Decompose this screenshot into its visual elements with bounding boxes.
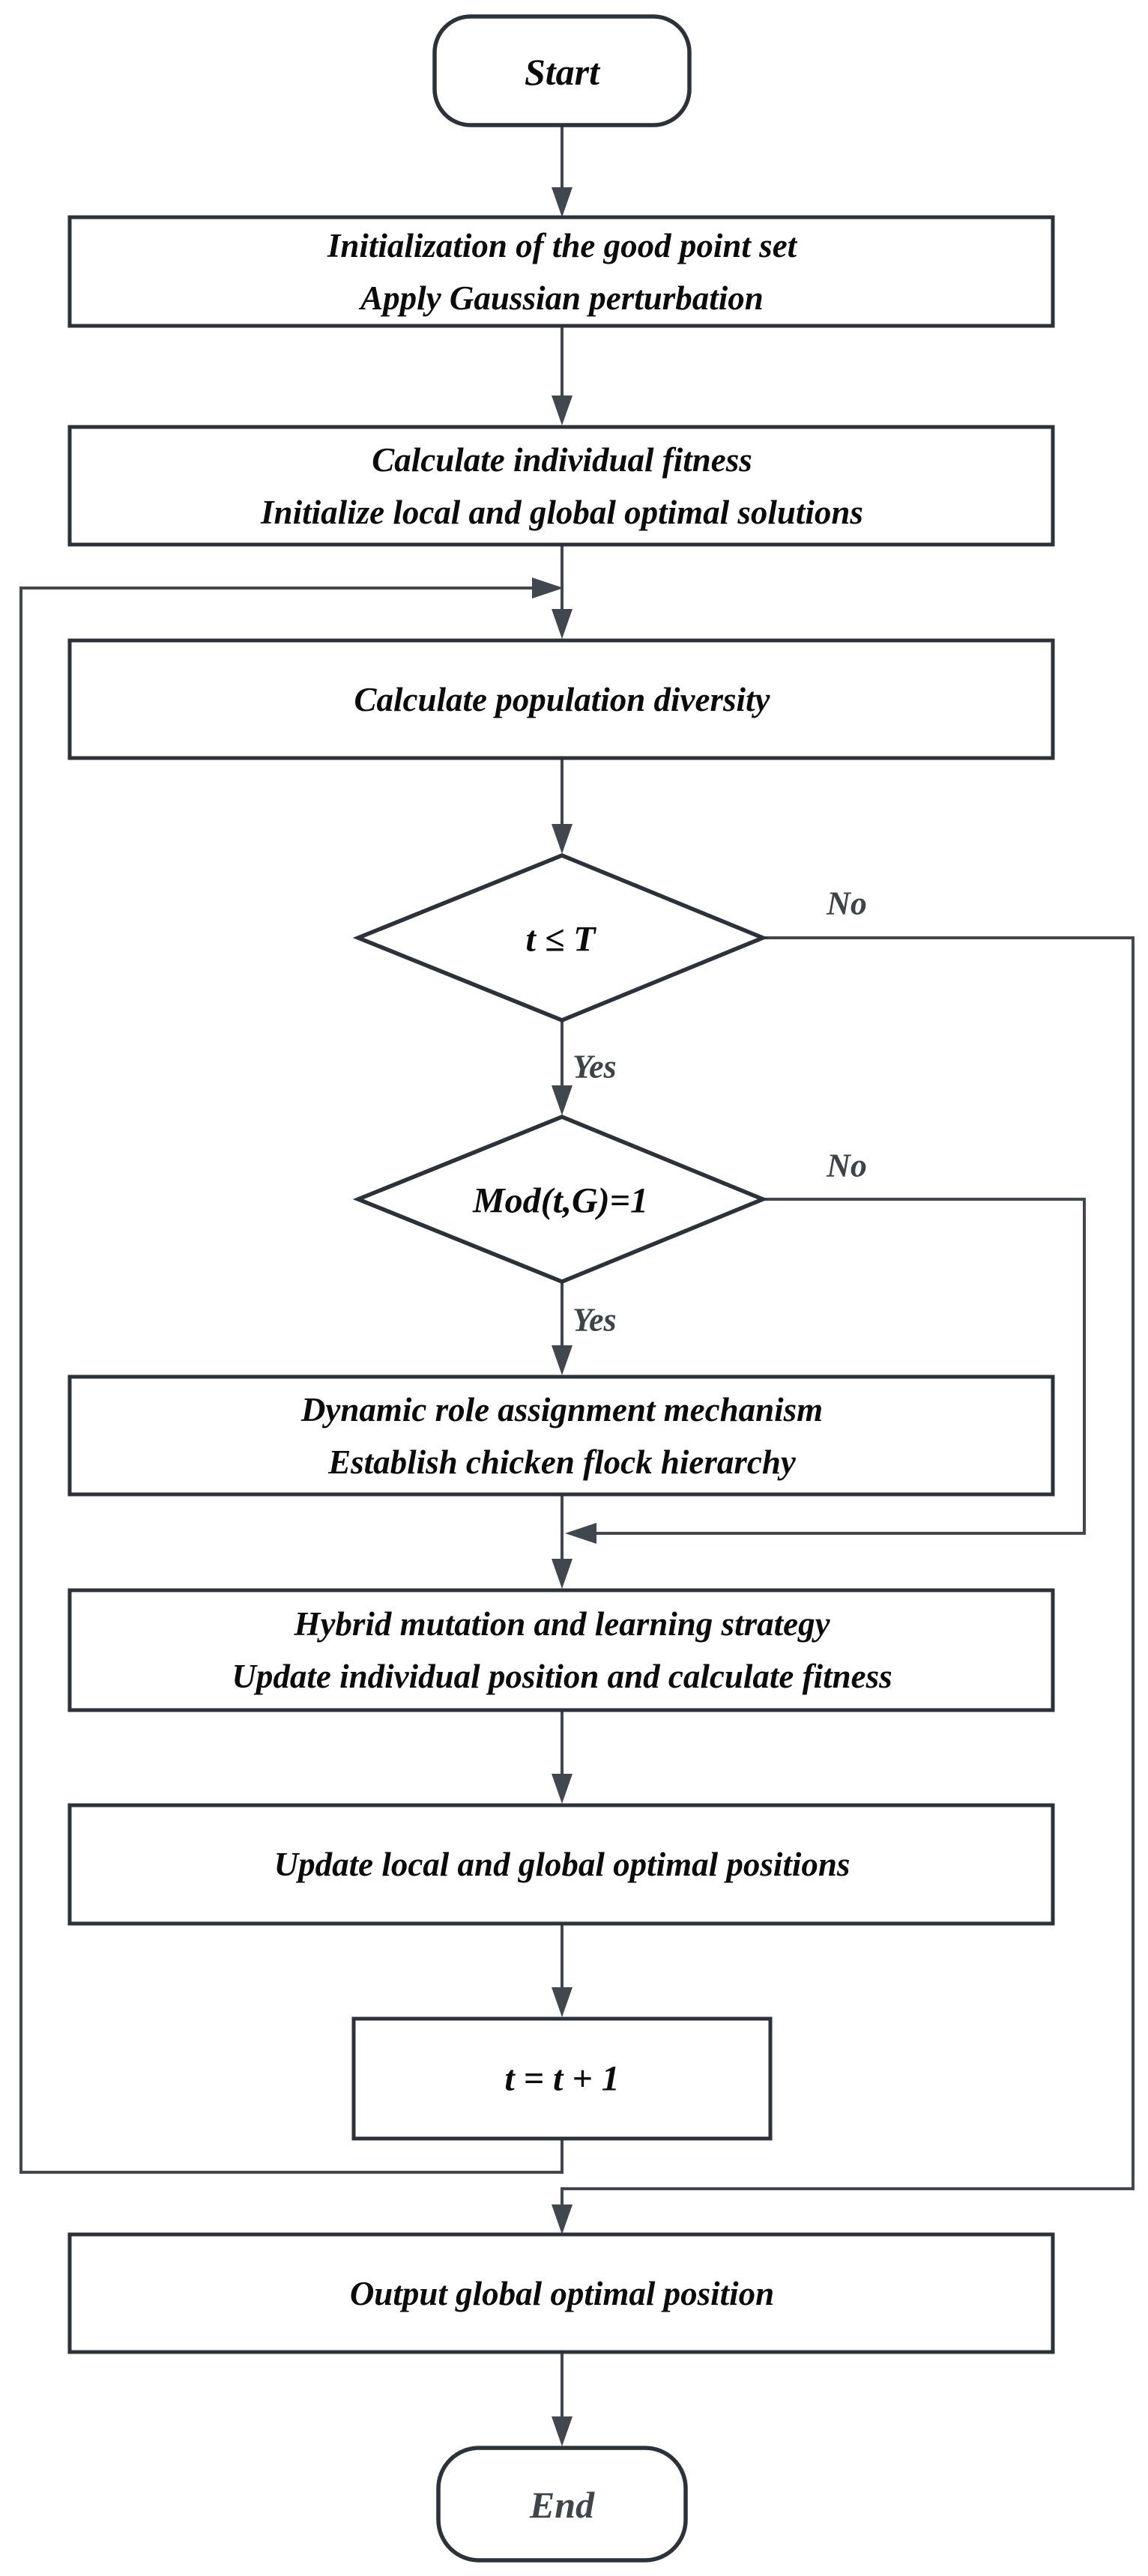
arrowhead-iteration-no <box>552 2204 573 2234</box>
decision-iteration-limit-label: t ≤ T <box>526 920 597 960</box>
process-calculate-fitness-line1: Calculate individual fitness <box>372 441 752 479</box>
end-terminator <box>436 2446 688 2563</box>
edge-loopback <box>19 587 564 2174</box>
arrowhead-role-to-hybrid <box>552 1559 573 1589</box>
start-label: Start <box>525 51 601 93</box>
process-role-assignment <box>67 1375 1055 1497</box>
label-iteration-no: No <box>826 885 867 922</box>
arrowhead-fitness-to-diversity <box>552 609 573 639</box>
decision-mod <box>352 1115 769 1284</box>
arrowhead-diversity-to-decision <box>552 824 573 854</box>
process-initialization-line1: Initialization of the good point set <box>327 227 798 264</box>
arrowhead-output-to-end <box>552 2416 573 2446</box>
start-terminator <box>432 14 692 127</box>
process-initialization-line2: Apply Gaussian perturbation <box>358 279 764 317</box>
process-hybrid-mutation <box>67 1588 1055 1712</box>
arrowhead-iteration-yes <box>552 1085 573 1115</box>
process-output <box>67 2232 1055 2354</box>
label-mod-no: No <box>826 1148 867 1184</box>
process-increment <box>351 2016 773 2141</box>
end-label: End <box>529 2484 595 2526</box>
process-calculate-fitness-line2: Initialize local and global optimal solu… <box>260 494 863 531</box>
process-increment-label: t = t + 1 <box>504 2059 619 2099</box>
process-update-optimal-label: Update local and global optimal position… <box>274 1846 851 1883</box>
process-output-label: Output global optimal position <box>350 2275 774 2312</box>
decision-mod-label: Mod(t,G)=1 <box>472 1181 648 1221</box>
arrowhead-hybrid-to-update <box>552 1774 573 1804</box>
arrowhead-loopback-join <box>532 578 564 598</box>
process-hybrid-mutation-line1: Hybrid mutation and learning strategy <box>293 1605 830 1643</box>
arrowhead-mod-no-join <box>565 1523 596 1544</box>
process-update-optimal <box>67 1803 1055 1926</box>
arrowhead-update-to-increment <box>552 1987 573 2017</box>
arrowhead-start-to-init <box>552 187 573 217</box>
arrowhead-mod-yes <box>552 1345 573 1375</box>
process-role-assignment-line1: Dynamic role assignment mechanism <box>300 1391 823 1428</box>
edge-iteration-no <box>561 936 1135 2206</box>
process-calculate-fitness <box>67 425 1055 547</box>
process-population-diversity-label: Calculate population diversity <box>354 681 770 718</box>
decision-iteration-limit <box>352 853 769 1022</box>
process-hybrid-mutation-line2: Update individual position and calculate… <box>232 1658 892 1695</box>
process-role-assignment-line2: Establish chicken flock hierarchy <box>327 1443 797 1481</box>
label-iteration-yes: Yes <box>573 1049 617 1085</box>
process-initialization <box>67 215 1055 328</box>
arrowhead-init-to-fitness <box>552 396 573 425</box>
edge-mod-no <box>595 1198 1086 1535</box>
label-mod-yes: Yes <box>573 1302 617 1339</box>
process-population-diversity <box>67 638 1055 760</box>
